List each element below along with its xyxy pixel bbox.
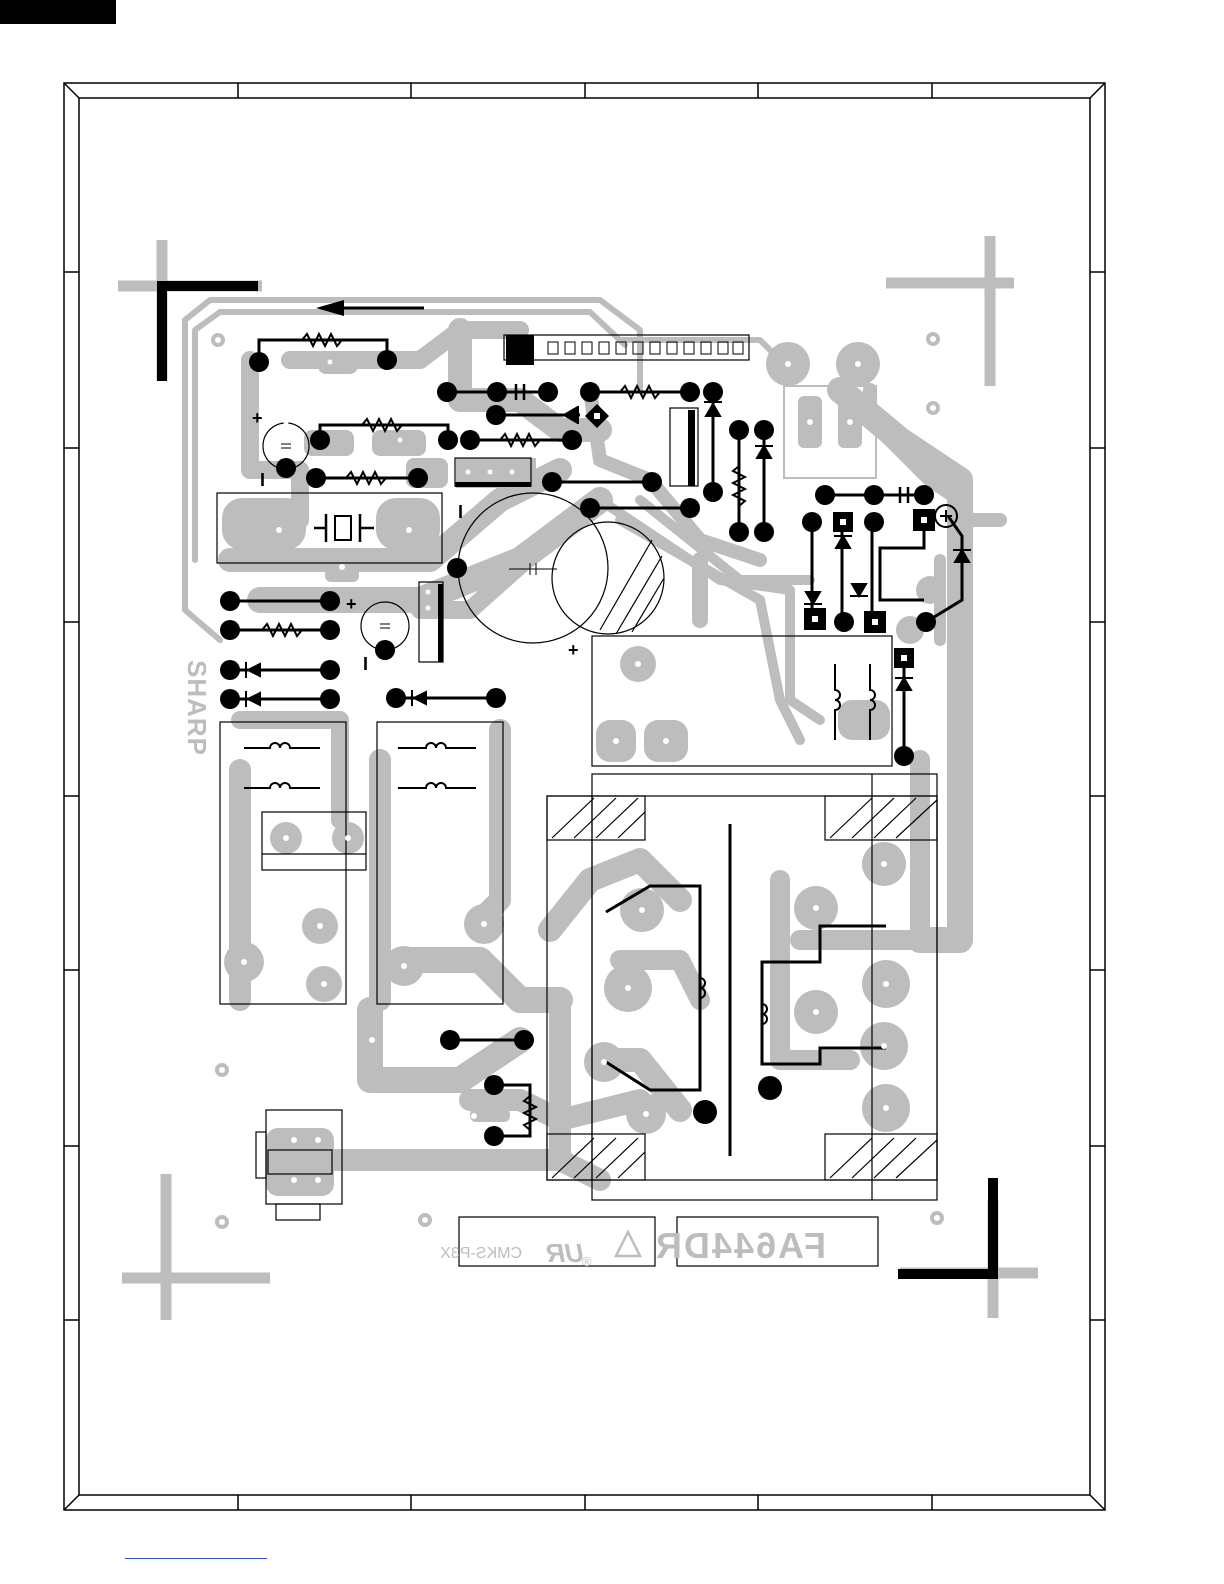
part-label: CMKS-P3X <box>440 1245 522 1262</box>
plus-mark: + <box>346 594 357 614</box>
plus-mark: + <box>252 408 263 428</box>
crystal-body <box>335 516 351 540</box>
connector-pin-1 <box>506 335 534 365</box>
connector-pins <box>548 342 743 354</box>
model-label: FA644DR <box>654 1225 826 1266</box>
warning-triangle-icon <box>616 1232 640 1256</box>
ur-mark: UR <box>546 1238 584 1268</box>
plus-mark: + <box>568 640 579 660</box>
minus-mark: I <box>363 654 368 674</box>
model-label-group: FA644DR UR ® CMKS-P3X <box>440 1225 826 1269</box>
minus-mark: I <box>458 502 463 522</box>
brand-mark: SHARP <box>182 660 212 756</box>
minus-mark: I <box>260 470 265 490</box>
footer-rule <box>125 1558 267 1559</box>
registered-mark: ® <box>582 1254 592 1269</box>
mounting-holes <box>213 334 942 1227</box>
